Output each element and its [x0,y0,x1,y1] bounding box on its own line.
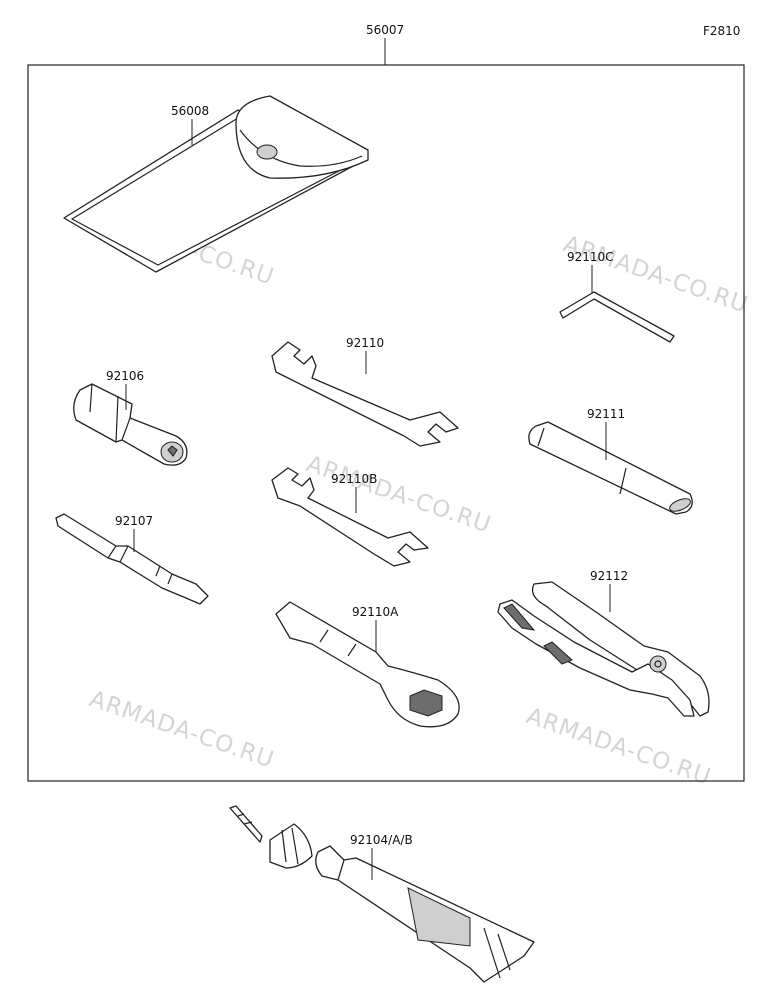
pliers-part-number: 92112 [590,569,628,583]
tool-case: 56008 [63,95,369,273]
tube-spanner-part-number: 92111 [587,407,625,421]
spanner-small-part-number: 92110B [331,472,377,486]
watermark: ARMADA-CO.RU [560,231,751,319]
grease-tube: 92104/A/B [229,805,535,983]
spanner-large: 92110 [271,336,459,447]
watermark: ARMADA-CO.RU [86,686,277,774]
spanner-small: 92110B [271,467,429,567]
tool-kit-frame [27,64,745,782]
screwdriver: 92107 [55,513,209,605]
case-part-number: 56008 [171,104,209,118]
hex-key-part-number: 92110C [567,250,614,264]
grease-tube-part-number: 92104/A/B [350,833,413,847]
hex-key: 92110C [559,250,675,343]
spanner-large-part-number: 92110 [346,336,384,350]
group-part-number: 56007 [366,23,404,37]
screwdriver-part-number: 92107 [115,514,153,528]
box-wrench: 92110A [275,601,460,728]
box-driver: 92106 [73,369,188,466]
pliers: 92112 [497,569,710,717]
tube-spanner: 92111 [528,407,693,515]
box-wrench-part-number: 92110A [352,605,399,619]
figure-code: F2810 [703,24,740,38]
box-driver-part-number: 92106 [106,369,144,383]
